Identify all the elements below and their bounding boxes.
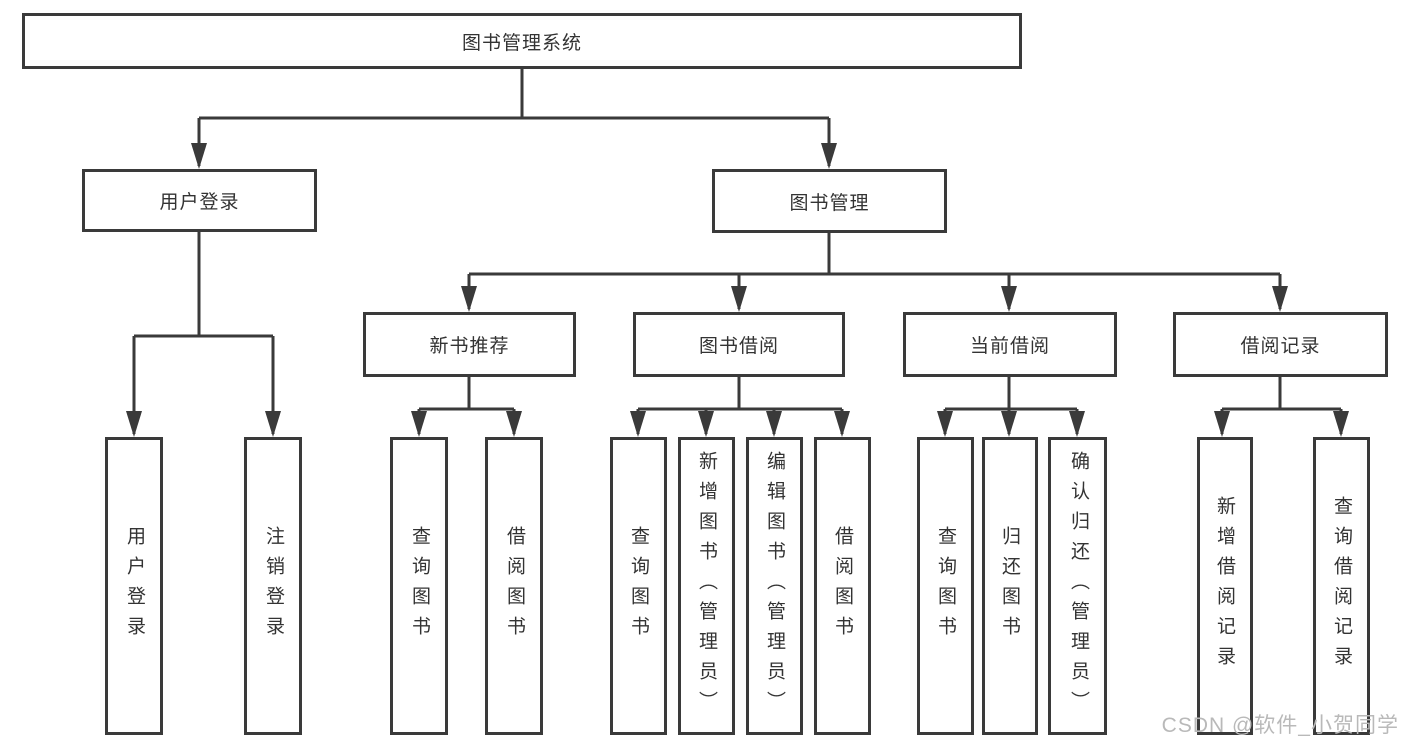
- connector-bookborrow-to-leaves: [636, 377, 844, 434]
- connector-bookmgmt-to-level3: [467, 233, 1282, 309]
- leaf-borrow-books: 借阅图书: [814, 437, 871, 735]
- node-user-login: 用户登录: [82, 169, 317, 232]
- node-current-borrow: 当前借阅: [903, 312, 1117, 377]
- leaf-borrow-query-books: 查询图书: [610, 437, 667, 735]
- leaf-add-books-admin: 新增图书（管理员）: [678, 437, 735, 735]
- leaf-return-books: 归还图书: [982, 437, 1038, 735]
- leaf-edit-books-admin: 编辑图书（管理员）: [746, 437, 803, 735]
- connector-currentborrow-to-leaves: [943, 377, 1079, 434]
- leaf-current-query-books: 查询图书: [917, 437, 974, 735]
- leaf-newbook-query-books: 查询图书: [390, 437, 448, 735]
- node-book-borrow: 图书借阅: [633, 312, 845, 377]
- watermark: CSDN @软件_小贺同学: [1161, 714, 1399, 737]
- node-borrow-record: 借阅记录: [1173, 312, 1388, 377]
- leaf-confirm-return-admin: 确认归还（管理员）: [1048, 437, 1107, 735]
- leaf-logout: 注销登录: [244, 437, 302, 735]
- node-new-book-recommend: 新书推荐: [363, 312, 576, 377]
- leaf-newbook-borrow-books: 借阅图书: [485, 437, 543, 735]
- node-book-management: 图书管理: [712, 169, 947, 233]
- connector-userlogin-to-leaves: [132, 232, 275, 434]
- leaf-user-login: 用户登录: [105, 437, 163, 735]
- connector-root-to-level2: [197, 68, 831, 166]
- connector-newbook-to-leaves: [417, 377, 516, 434]
- leaf-query-borrow-record: 查询借阅记录: [1313, 437, 1370, 735]
- node-root-system: 图书管理系统: [22, 13, 1022, 69]
- leaf-add-borrow-record: 新增借阅记录: [1197, 437, 1253, 735]
- connector-borrowrecord-to-leaves: [1220, 377, 1343, 434]
